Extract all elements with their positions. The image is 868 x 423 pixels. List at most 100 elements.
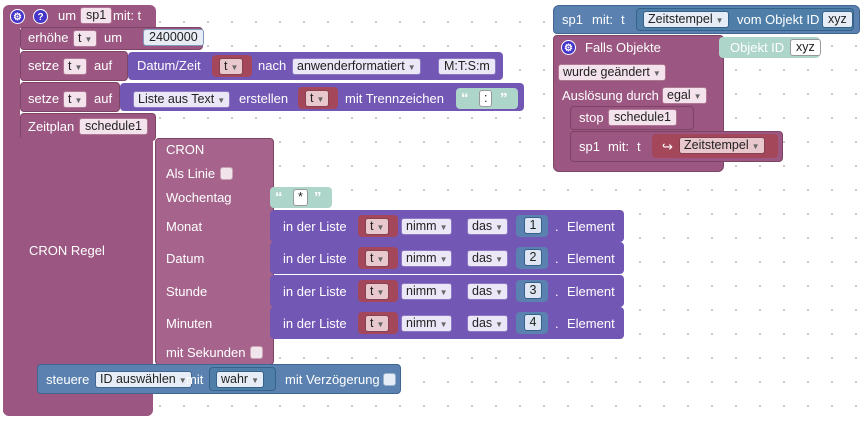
list-pos-dropdown[interactable]: das▼ — [467, 218, 509, 235]
cron-row-label: Stunde — [166, 284, 208, 299]
call-value-dropdown[interactable]: Zeitstempel▼ — [679, 137, 765, 154]
index-input[interactable]: 4 — [524, 314, 542, 331]
list-label: in der Liste — [283, 284, 347, 299]
chevron-down-icon: ▼ — [495, 255, 504, 264]
close-quote-icon: ” — [314, 189, 322, 206]
list-var-dropdown[interactable]: t▼ — [365, 250, 390, 267]
list-var-dropdown[interactable]: t▼ — [365, 283, 390, 300]
delay-checkbox[interactable] — [383, 373, 396, 386]
trigger-event-value: wurde geändert — [563, 65, 650, 79]
chevron-down-icon: ▼ — [376, 288, 385, 297]
chevron-down-icon: ▼ — [376, 255, 385, 264]
set-list-var-dropdown[interactable]: t▼ — [63, 91, 88, 108]
chevron-down-icon: ▼ — [751, 142, 760, 151]
datetime-arg-dropdown[interactable]: t▼ — [219, 58, 244, 75]
stop-name-input[interactable]: schedule1 — [608, 109, 677, 126]
index-input[interactable]: 3 — [524, 282, 542, 299]
header-um-label: um — [58, 8, 77, 23]
increment-var-dropdown[interactable]: t▼ — [73, 30, 98, 47]
control-value-text: wahr — [221, 372, 249, 386]
datetime-format-dropdown[interactable]: anwenderformatiert▼ — [292, 58, 421, 75]
trigger-by-label: Auslösung durch — [562, 88, 659, 103]
control-id-dropdown[interactable]: ID auswählen▼ — [95, 371, 192, 388]
list-pos-dropdown[interactable]: das▼ — [467, 315, 509, 332]
list-var-value: t — [370, 219, 374, 233]
chevron-down-icon: ▼ — [693, 92, 702, 101]
list-var-dropdown[interactable]: t▼ — [365, 315, 390, 332]
list-pos-value: das — [472, 284, 493, 298]
weekday-label: Wochentag — [166, 190, 232, 205]
control-id-value: ID auswählen — [100, 372, 176, 386]
list-op-value: nimm — [406, 251, 437, 265]
datetime-format-value: anwenderformatiert — [297, 59, 405, 73]
increment-value-input[interactable]: 2400000 — [143, 29, 204, 46]
trigger-by-dropdown[interactable]: egal▼ — [662, 87, 707, 104]
schedule-name-input[interactable]: schedule1 — [79, 118, 148, 135]
seconds-label: mit Sekunden — [166, 345, 246, 360]
list-label: in der Liste — [283, 316, 347, 331]
list-op-dropdown[interactable]: nimm▼ — [401, 250, 453, 267]
set-datetime-auf-label: auf — [94, 58, 113, 73]
list-op-dropdown[interactable]: nimm▼ — [401, 315, 453, 332]
index-input[interactable]: 2 — [524, 249, 542, 266]
list-op-value: nimm — [406, 219, 437, 233]
weekday-value-input[interactable]: * — [293, 189, 308, 206]
open-quote-icon: “ — [461, 90, 469, 107]
call-block-mit-label: mit: — [608, 139, 629, 154]
chevron-down-icon: ▼ — [178, 376, 187, 385]
set-datetime-label: setze — [28, 58, 60, 73]
help-icon[interactable]: ? — [33, 9, 48, 24]
cron-rule-label: CRON Regel — [29, 243, 105, 258]
timestamp-func-dropdown[interactable]: Zeitstempel▼ — [643, 11, 729, 28]
list-pos-dropdown[interactable]: das▼ — [467, 283, 509, 300]
index-input[interactable]: 1 — [524, 217, 542, 234]
call-mit-label: mit: — [592, 12, 613, 27]
chevron-down-icon: ▼ — [217, 96, 226, 105]
control-value-dropdown[interactable]: wahr▼ — [216, 371, 265, 388]
list-label: in der Liste — [283, 251, 347, 266]
as-line-checkbox[interactable] — [220, 167, 233, 180]
seconds-checkbox[interactable] — [250, 346, 263, 359]
call-value-text: Zeitstempel — [684, 138, 749, 152]
list-var-value: t — [370, 251, 374, 265]
element-label: Element — [567, 316, 615, 331]
stop-label: stop — [579, 110, 604, 125]
header-mit-label: mit: t — [113, 8, 142, 23]
list-op-dropdown[interactable]: nimm▼ — [401, 218, 453, 235]
list-pos-dropdown[interactable]: das▼ — [467, 250, 509, 267]
set-datetime-var-dropdown[interactable]: t▼ — [63, 58, 88, 75]
chevron-down-icon: ▼ — [439, 320, 448, 329]
list-var-dropdown[interactable]: t▼ — [365, 218, 390, 235]
chevron-down-icon: ▼ — [230, 63, 239, 72]
chevron-down-icon: ▼ — [652, 69, 661, 78]
list-delim-label: mit Trennzeichen — [345, 91, 444, 106]
trigger-object-label: Objekt ID — [730, 40, 785, 55]
dot-label: . — [555, 219, 559, 234]
close-quote-icon: ” — [500, 90, 508, 107]
call-block-arg-label: t — [637, 139, 641, 154]
chevron-down-icon: ▼ — [439, 223, 448, 232]
delim-value-input[interactable]: : — [479, 90, 493, 107]
object-id-input[interactable]: xyz — [822, 11, 853, 28]
delay-label: mit Verzögerung — [285, 372, 380, 387]
datetime-nach-label: nach — [258, 58, 287, 73]
list-erstellen-label: erstellen — [239, 91, 289, 106]
increment-var-value: t — [78, 31, 82, 45]
list-arg-dropdown[interactable]: t▼ — [305, 90, 330, 107]
cron-row-label: Datum — [166, 251, 205, 266]
list-op-dropdown[interactable]: nimm▼ — [401, 283, 453, 300]
header-var-sp1[interactable]: sp1 — [80, 7, 113, 24]
list-func-dropdown[interactable]: Liste aus Text▼ — [133, 91, 231, 108]
set-list-var-value: t — [68, 92, 72, 106]
gear-icon[interactable]: ⚙ — [10, 9, 25, 24]
datetime-pattern-input[interactable]: M:T:S:m — [438, 58, 496, 75]
function-spine — [3, 20, 20, 412]
cron-row-label: Monat — [166, 219, 203, 234]
trigger-object-id-input[interactable]: xyz — [790, 39, 821, 56]
list-var-value: t — [370, 316, 374, 330]
gear-icon[interactable]: ⚙ — [561, 40, 576, 55]
control-label: steuere — [46, 372, 90, 387]
trigger-label: Falls Objekte — [585, 40, 661, 55]
trigger-event-dropdown[interactable]: wurde geändert▼ — [558, 64, 666, 81]
control-mit-label: mit — [186, 372, 204, 387]
